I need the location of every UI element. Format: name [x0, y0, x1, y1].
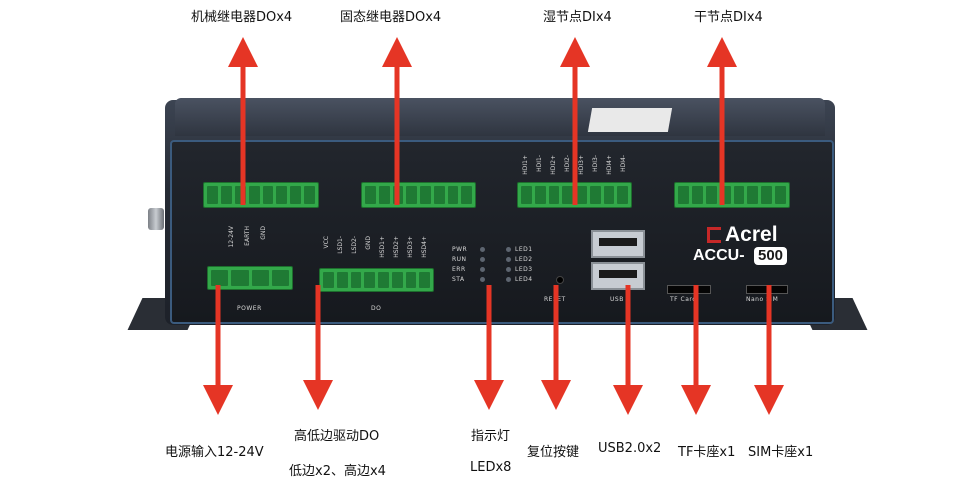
usb-port-upper	[591, 230, 645, 258]
led-label-1: LED1	[515, 246, 533, 253]
dry-di-terminal	[674, 182, 790, 208]
wet-di-terminal	[517, 182, 632, 208]
power-input-label: 电源输入12-24V	[165, 445, 264, 460]
status-led	[480, 267, 485, 272]
brand-name: Acrel	[725, 223, 778, 246]
tf-silk: TF Card	[670, 296, 697, 303]
status-led	[480, 247, 485, 252]
sim-silk: Nano SIM	[746, 296, 779, 303]
dry-di-label: 干节点DIx4	[694, 10, 763, 25]
model-prefix: ACCU-	[693, 247, 745, 264]
status-led	[506, 277, 511, 282]
status-led	[506, 267, 511, 272]
power-terminal	[207, 266, 293, 290]
led-label-4: LED4	[515, 276, 533, 283]
do-silk: DO	[371, 305, 382, 312]
status-led	[506, 257, 511, 262]
usb-label: USB2.0x2	[598, 441, 662, 456]
status-led	[506, 247, 511, 252]
led-label-run: RUN	[452, 256, 467, 263]
led-label-2: LED2	[515, 256, 533, 263]
hl-do-label-line1: 高低边驱动DO	[294, 429, 380, 444]
hl-do-terminal	[319, 268, 434, 292]
led-label-pwr: PWR	[452, 246, 468, 253]
ssr-do-terminal	[361, 182, 476, 208]
indicator-label-line1: 指示灯	[471, 429, 511, 444]
led-label-3: LED3	[515, 266, 533, 273]
status-led	[480, 277, 485, 282]
usb-port-lower	[591, 262, 645, 290]
relay-do-terminal	[203, 182, 319, 208]
tf-card-label: TF卡座x1	[678, 445, 736, 460]
reset-label: 复位按键	[527, 445, 580, 460]
relay-do-label: 机械继电器DOx4	[191, 10, 293, 25]
sim-card-label: SIM卡座x1	[748, 445, 814, 460]
status-led	[480, 257, 485, 262]
wet-di-label: 湿节点DIx4	[543, 10, 612, 25]
led-label-sta: STA	[452, 276, 465, 283]
usb-silk: USB	[610, 296, 624, 303]
ssr-do-label: 固态继电器DOx4	[340, 10, 442, 25]
model-number: 500	[754, 247, 788, 265]
hl-do-label-line2: 低边x2、高边x4	[289, 464, 386, 479]
antenna-connector	[148, 208, 164, 230]
acrel-logo-icon	[707, 227, 721, 243]
device-lid	[175, 98, 825, 136]
tf-card-slot	[667, 285, 711, 294]
power-silk: POWER	[237, 305, 262, 312]
indicator-label-line2: LEDx8	[470, 460, 512, 475]
led-label-err: ERR	[452, 266, 466, 273]
reset-button	[556, 276, 564, 284]
